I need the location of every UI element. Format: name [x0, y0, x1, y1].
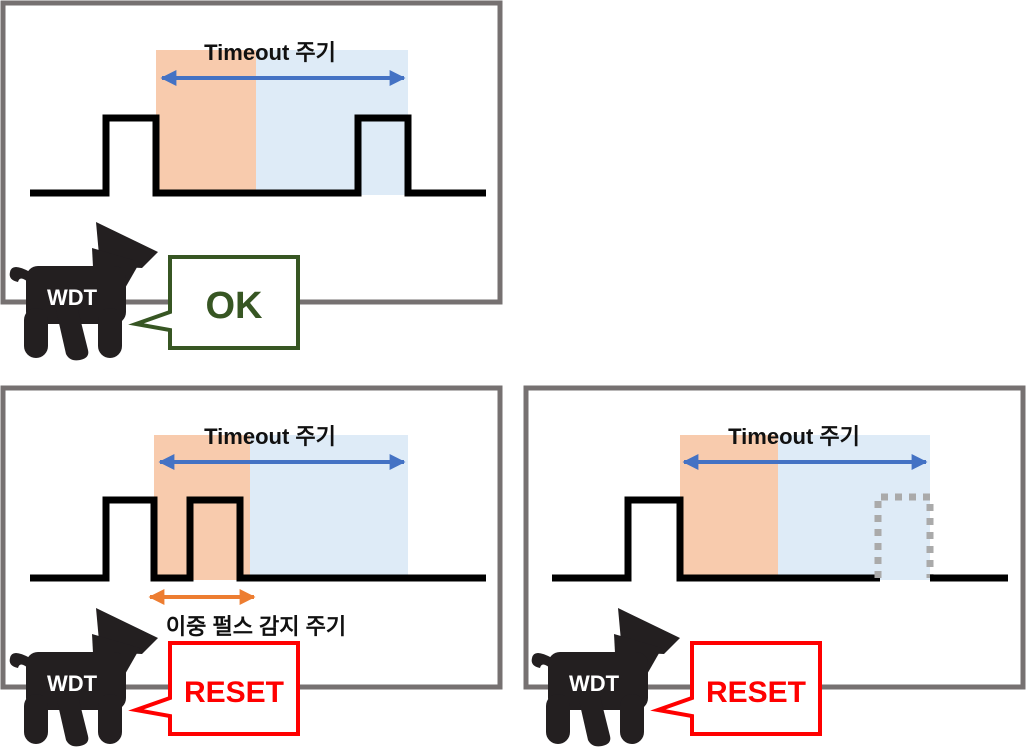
pulse-signal: [552, 496, 880, 582]
panel-double-pulse: Timeout 주기 이중 펄스 감지 주기: [0, 385, 503, 690]
timeout-label: Timeout 주기: [204, 424, 336, 449]
speech-bubble: [128, 641, 300, 736]
bubble-status-text: RESET: [706, 676, 806, 709]
bubble-status-text: OK: [206, 285, 264, 327]
dual-pulse-label: 이중 펄스 감지 주기: [166, 614, 346, 639]
speech-bubble: [128, 255, 300, 350]
missing-pulse-outline: [874, 493, 934, 578]
early-window-region: [154, 435, 250, 580]
pulse-signal: [30, 496, 486, 582]
bubble-status-text: RESET: [184, 676, 284, 709]
early-window-region: [156, 50, 256, 195]
pulse-signal: [30, 114, 486, 197]
dog-label: WDT: [47, 285, 98, 310]
dog-label: WDT: [47, 671, 98, 696]
timeout-label: Timeout 주기: [204, 40, 336, 65]
dog-label: WDT: [569, 671, 620, 696]
panel-ok: Timeout 주기: [0, 0, 503, 305]
speech-bubble: [650, 641, 822, 736]
early-window-region: [680, 435, 778, 580]
valid-window-region: [256, 50, 408, 195]
valid-window-region: [250, 435, 408, 580]
timeout-label: Timeout 주기: [728, 424, 860, 449]
valid-window-region: [778, 435, 930, 580]
